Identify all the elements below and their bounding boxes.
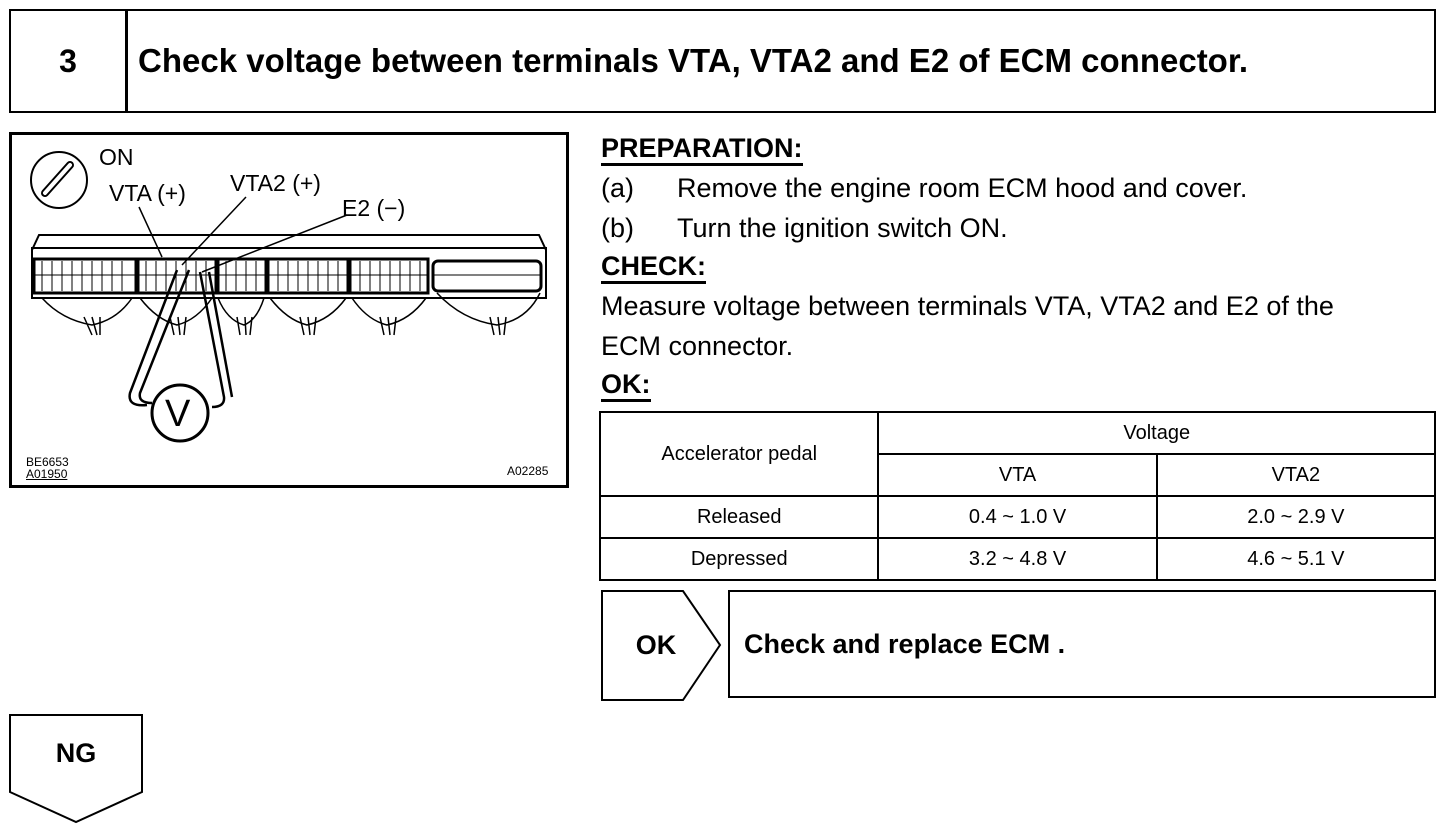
figure-code: BE6653 xyxy=(26,455,69,469)
key-slot-icon xyxy=(41,161,74,197)
table-header: Voltage xyxy=(877,411,1436,455)
table-cell: 4.6 ~ 5.1 V xyxy=(1155,537,1437,581)
preparation-item: (b) Turn the ignition switch ON. xyxy=(601,213,1008,243)
ecm-connector-body xyxy=(31,234,547,299)
ng-result-label: NG xyxy=(55,738,97,768)
check-text: ECM connector. xyxy=(601,331,794,361)
voltmeter-icon xyxy=(150,383,210,443)
item-marker: (a) xyxy=(601,173,634,203)
step-header: 3 Check voltage between terminals VTA, V… xyxy=(9,9,1436,113)
table-header: Accelerator pedal xyxy=(598,411,880,497)
ok-result-action: Check and replace ECM . xyxy=(728,590,1436,698)
table-cell: Depressed xyxy=(598,537,880,581)
item-marker: (b) xyxy=(601,213,634,243)
ng-arrow-icon xyxy=(9,714,143,824)
ignition-switch-icon xyxy=(30,151,88,209)
connector-diagram: ON VTA (+) VTA2 (+) E2 (−) V BE6653 A019… xyxy=(9,132,569,488)
ok-result-label: OK xyxy=(635,629,677,660)
check-heading: CHECK: xyxy=(601,251,706,284)
table-cell: 0.4 ~ 1.0 V xyxy=(877,495,1158,539)
table-header: VTA xyxy=(877,453,1158,497)
item-text: Turn the ignition switch ON. xyxy=(677,213,1008,243)
voltmeter-symbol: V xyxy=(165,393,191,435)
on-label: ON xyxy=(99,144,134,170)
connector-illustration xyxy=(30,151,547,443)
ok-arrow-icon xyxy=(601,590,722,701)
step-number: 3 xyxy=(11,11,128,111)
wire-harness xyxy=(41,292,541,336)
table-cell: 2.0 ~ 2.9 V xyxy=(1155,495,1437,539)
voltmeter-leads xyxy=(128,269,234,409)
figure-code: A01950 xyxy=(26,467,68,481)
vta2-label: VTA2 (+) xyxy=(230,170,321,196)
item-text: Remove the engine room ECM hood and cove… xyxy=(677,173,1248,203)
check-text: Measure voltage between terminals VTA, V… xyxy=(601,291,1334,321)
ok-heading: OK: xyxy=(601,369,651,402)
e2-label: E2 (−) xyxy=(342,195,406,221)
preparation-item: (a) Remove the engine room ECM hood and c… xyxy=(601,173,1247,203)
table-cell: 3.2 ~ 4.8 V xyxy=(877,537,1158,581)
step-title: Check voltage between terminals VTA, VTA… xyxy=(138,42,1249,79)
table-row: Released 0.4 ~ 1.0 V 2.0 ~ 2.9 V xyxy=(598,495,1437,539)
table-header: VTA2 xyxy=(1155,453,1437,497)
figure-code: A02285 xyxy=(507,464,549,478)
voltage-spec-table: Accelerator pedal Voltage VTA VTA2 Relea… xyxy=(598,411,1437,581)
preparation-heading: PREPARATION: xyxy=(601,133,803,166)
vta-label: VTA (+) xyxy=(109,180,186,206)
terminal-leader-lines xyxy=(138,196,348,273)
table-row: Depressed 3.2 ~ 4.8 V 4.6 ~ 5.1 V xyxy=(598,537,1437,581)
table-cell: Released xyxy=(598,495,880,539)
